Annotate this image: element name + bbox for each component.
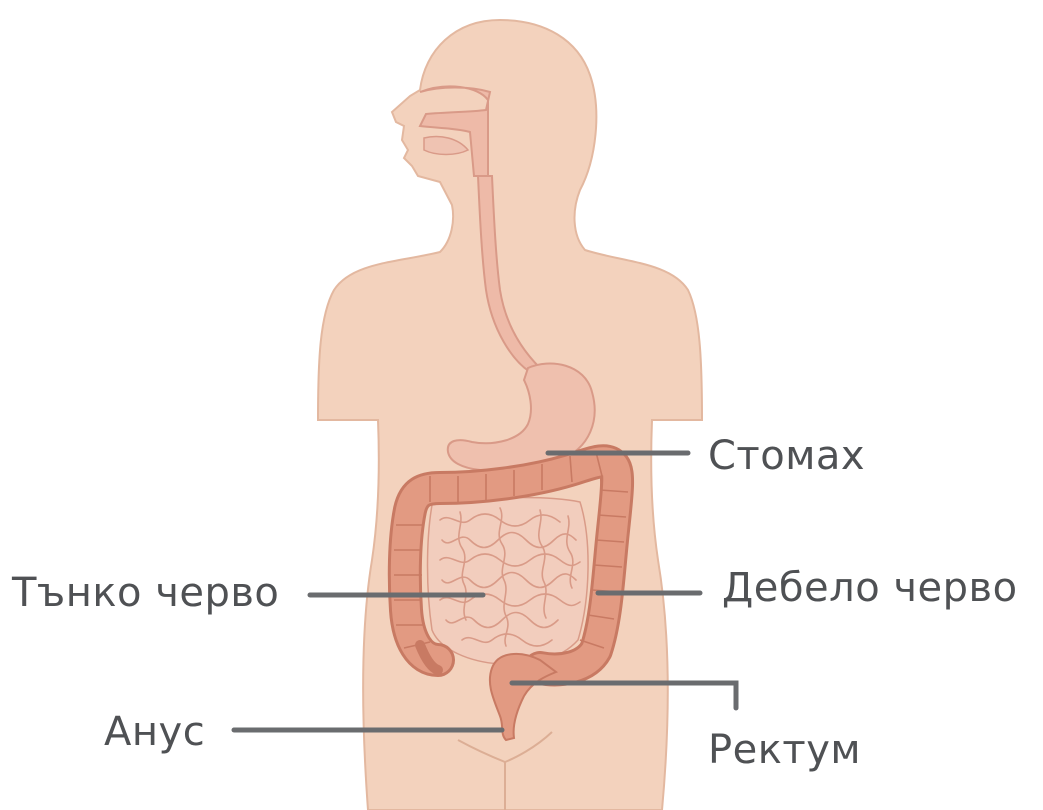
rectum-label: Ректум xyxy=(708,730,861,770)
small-intestine-label: Тънко черво xyxy=(12,573,279,613)
large-intestine-label: Дебело черво xyxy=(722,568,1018,608)
anus-label: Анус xyxy=(104,712,205,752)
stomach-label: Стомах xyxy=(708,436,865,476)
